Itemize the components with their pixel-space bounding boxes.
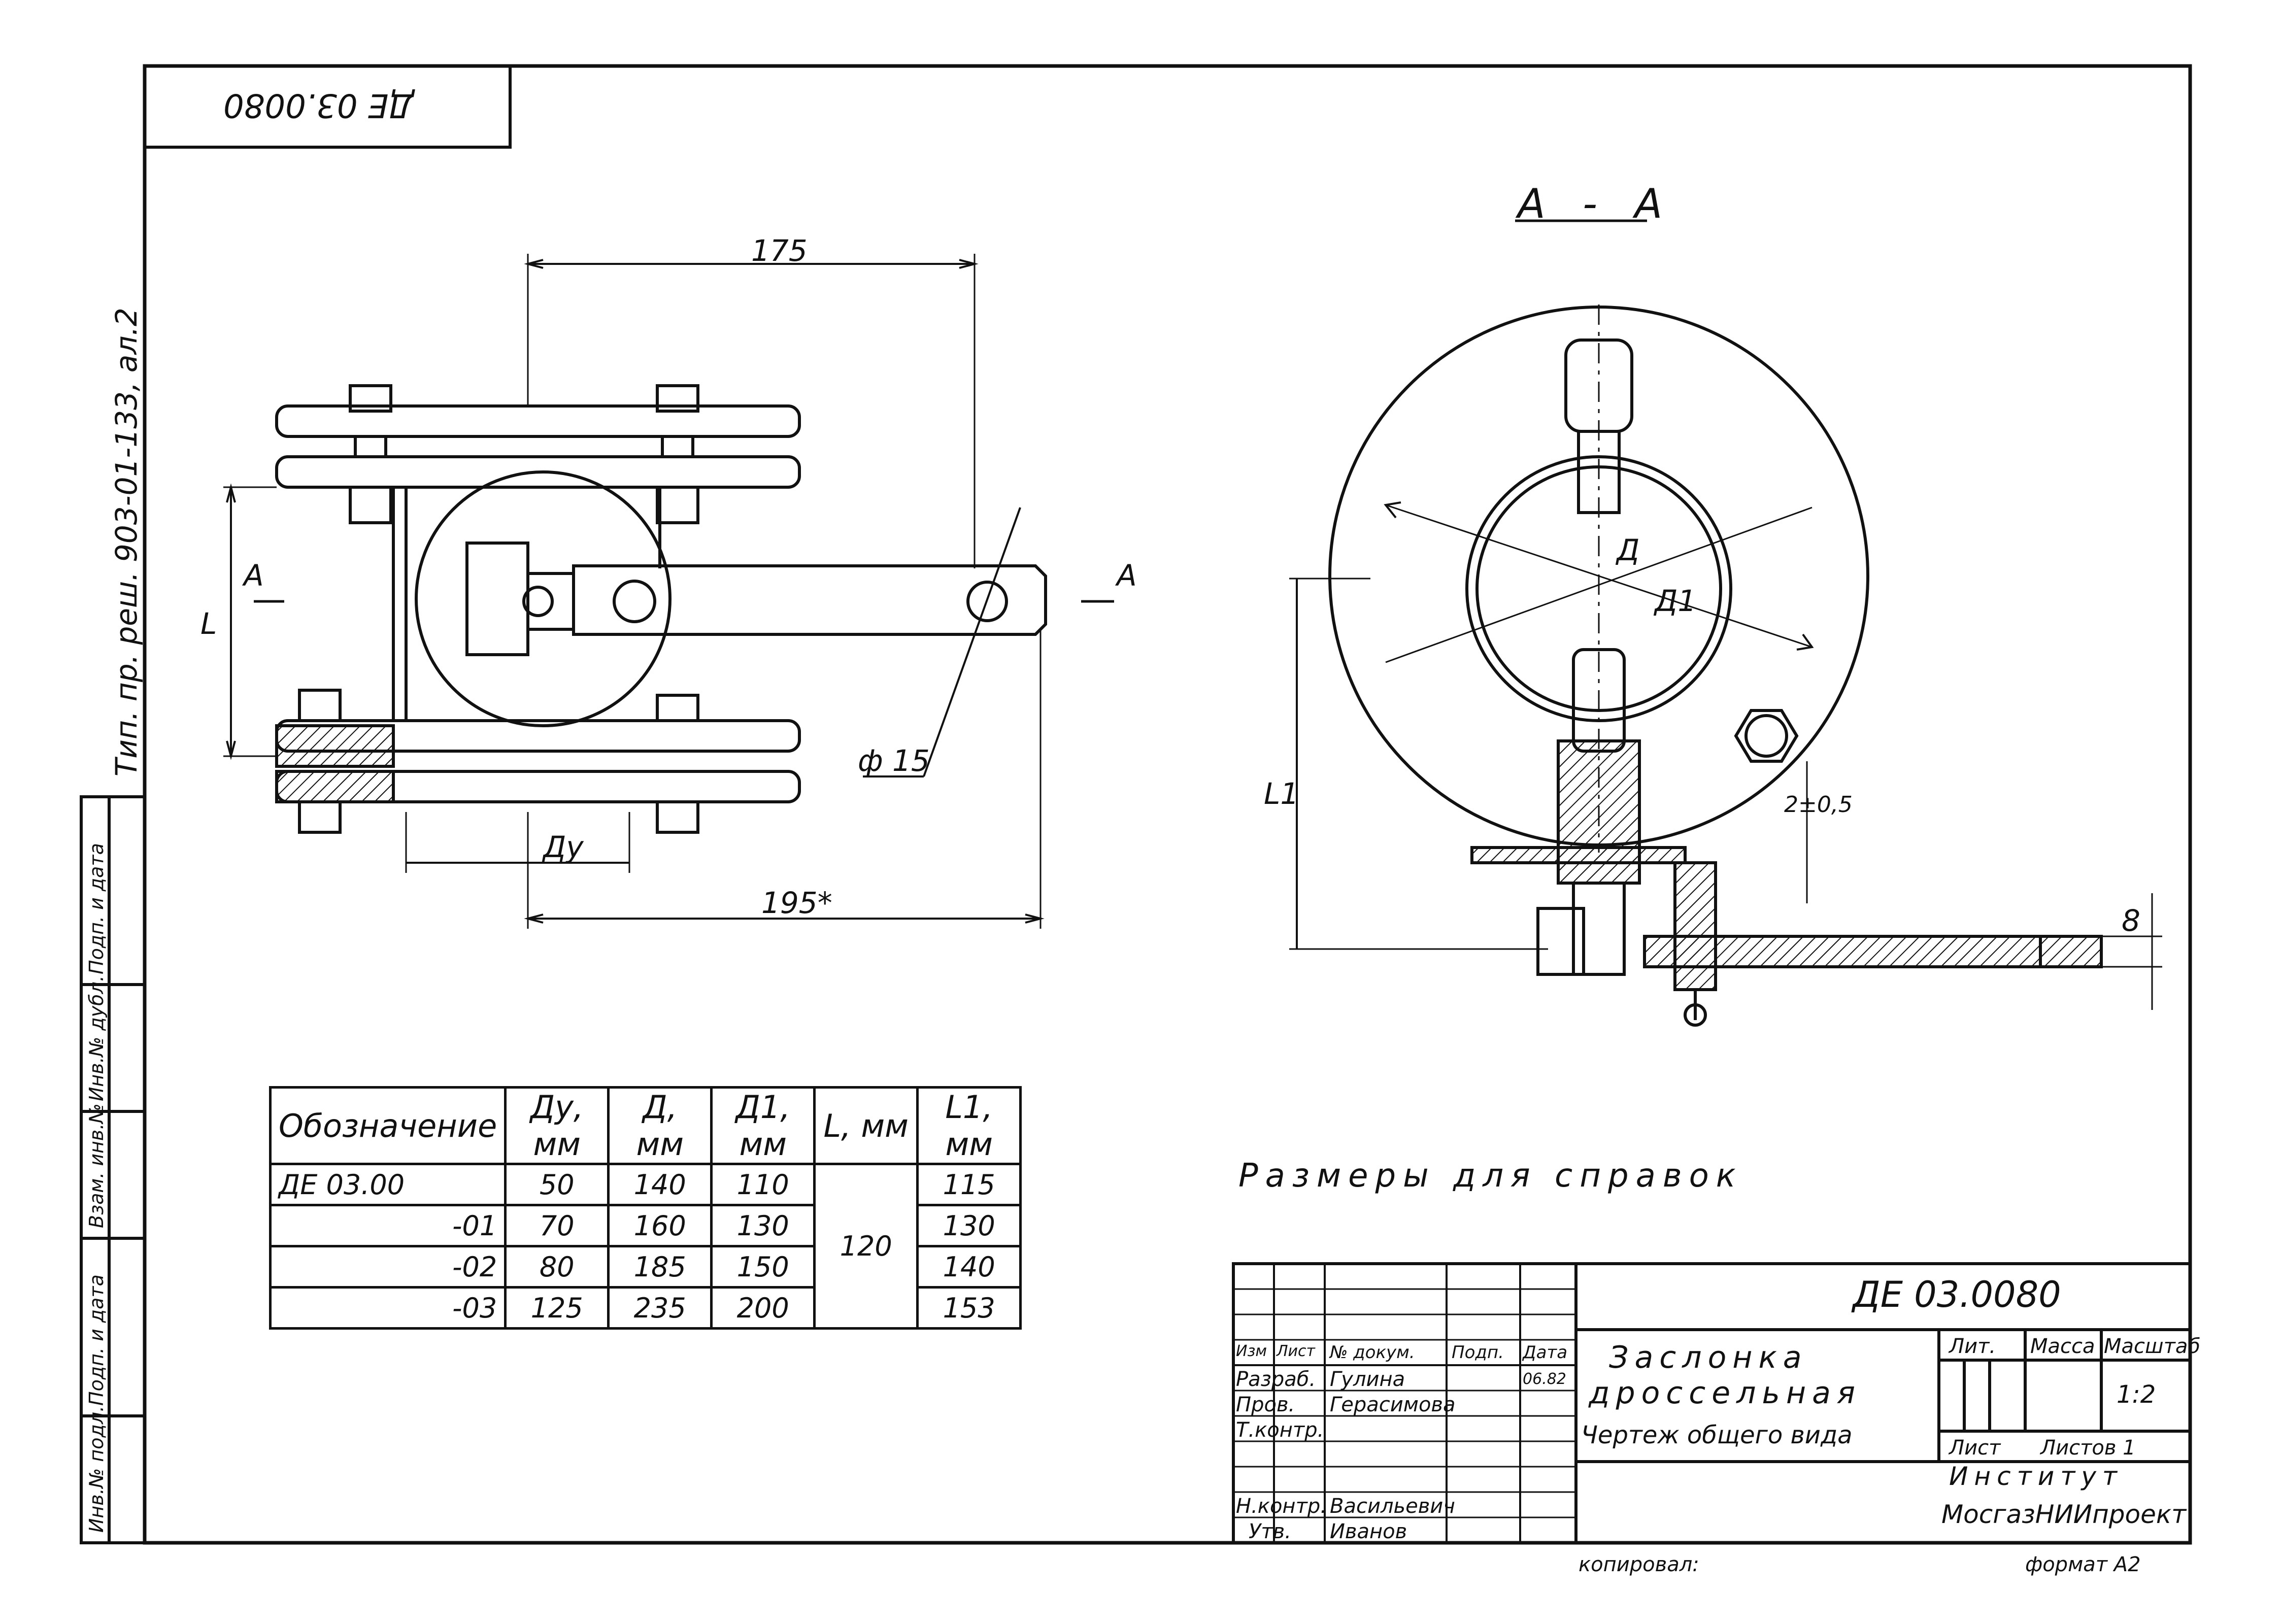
tb-person: Иванов bbox=[1330, 1520, 1407, 1543]
title-code: ДЕ 03.0080 bbox=[1853, 1274, 2061, 1315]
reference-note: Размеры для справок bbox=[1238, 1157, 1743, 1195]
cell-l1: 115 bbox=[916, 1163, 1022, 1206]
cell-d: 160 bbox=[607, 1204, 713, 1247]
tb-scale-label: Масштаб bbox=[2104, 1335, 2201, 1358]
front-view bbox=[223, 254, 1114, 929]
col-d: Д, мм bbox=[607, 1086, 713, 1165]
dim-phi15: ф 15 bbox=[858, 743, 930, 778]
tb-role: Утв. bbox=[1249, 1520, 1291, 1543]
tb-col-list: Лист bbox=[1277, 1342, 1316, 1360]
tb-person: Гулина bbox=[1330, 1368, 1405, 1391]
side-cell-2: Подп. и дата bbox=[85, 1274, 108, 1406]
title-name-3: Чертеж общего вида bbox=[1581, 1421, 1853, 1449]
tb-role: Т.контр. bbox=[1236, 1418, 1324, 1442]
cell-du: 70 bbox=[504, 1204, 610, 1247]
col-l: L, мм bbox=[813, 1086, 919, 1165]
tb-org-2: МосгазНИИпроект bbox=[1941, 1500, 2187, 1529]
section-mark-right: А bbox=[1117, 558, 1137, 593]
cell-designation: -02 bbox=[269, 1245, 507, 1289]
tb-mass-label: Масса bbox=[2030, 1335, 2095, 1358]
cell-du: 50 bbox=[504, 1163, 610, 1206]
table-row: -01 70 160 130 130 bbox=[269, 1204, 1022, 1247]
col-d1: Д1, мм bbox=[710, 1086, 816, 1165]
spec-table: Обозначение Ду, мм Д, мм Д1, мм L, мм L1… bbox=[269, 1086, 1022, 1330]
cell-d: 235 bbox=[607, 1286, 713, 1330]
cell-d1: 110 bbox=[710, 1163, 816, 1206]
side-strip bbox=[80, 795, 146, 1544]
tb-org-1: Институт bbox=[1949, 1462, 2124, 1491]
dim-175: 175 bbox=[751, 233, 808, 268]
tb-col-doc: № докум. bbox=[1330, 1342, 1415, 1363]
tb-col-date: Дата bbox=[1523, 1342, 1568, 1363]
tb-role: Разраб. bbox=[1236, 1368, 1316, 1391]
cell-d1: 150 bbox=[710, 1245, 816, 1289]
table-row: ДЕ 03.00 50 140 110 120 115 bbox=[269, 1163, 1022, 1330]
dim-thickness: 8 bbox=[2122, 903, 2140, 938]
title-name-1: Заслонка bbox=[1609, 1340, 1808, 1375]
cell-d: 140 bbox=[607, 1163, 713, 1206]
section-title: А - А bbox=[1518, 180, 1675, 227]
cell-l1: 140 bbox=[916, 1245, 1022, 1289]
cell-l1: 130 bbox=[916, 1204, 1022, 1247]
cell-du: 80 bbox=[504, 1245, 610, 1289]
stamp-box bbox=[143, 64, 512, 149]
tb-scale-value: 1:2 bbox=[2117, 1380, 2156, 1409]
title-block-lines bbox=[1232, 1262, 2192, 1544]
table-row: -02 80 185 150 140 bbox=[269, 1245, 1022, 1289]
dim-l: L bbox=[200, 606, 217, 641]
cell-designation: -03 bbox=[269, 1286, 507, 1330]
cell-d1: 200 bbox=[710, 1286, 816, 1330]
tb-copied: копировал: bbox=[1579, 1553, 1699, 1576]
table-row: -03 125 235 200 153 bbox=[269, 1286, 1022, 1330]
side-cell-3: Взам. инв.№ bbox=[85, 1103, 108, 1228]
tb-lit-label: Лит. bbox=[1949, 1335, 1996, 1358]
spec-header-row: Обозначение Ду, мм Д, мм Д1, мм L, мм L1… bbox=[269, 1086, 1022, 1165]
side-cell-5: Подп. и дата bbox=[85, 843, 108, 974]
cell-designation: -01 bbox=[269, 1204, 507, 1247]
tb-col-sign: Подп. bbox=[1452, 1342, 1504, 1363]
tb-date: 06.82 bbox=[1523, 1370, 1566, 1388]
cell-d1: 130 bbox=[710, 1204, 816, 1247]
title-name-2: дроссельная bbox=[1589, 1375, 1861, 1411]
side-cell-1: Инв.№ подл. bbox=[85, 1405, 108, 1533]
tb-sheet-label: Лист bbox=[1949, 1436, 2001, 1460]
col-l1: L1, мм bbox=[916, 1086, 1022, 1165]
section-mark-left: А bbox=[244, 558, 264, 593]
cell-designation: ДЕ 03.00 bbox=[269, 1163, 507, 1206]
stamp-code: ДЕ 03.0080 bbox=[223, 86, 414, 124]
dim-l1: L1 bbox=[1264, 776, 1299, 811]
tb-col-izm: Изм bbox=[1236, 1342, 1267, 1360]
cell-l-common: 120 bbox=[813, 1163, 919, 1330]
standard-reference: Тип. пр. реш. 903-01-133, ал.2 bbox=[109, 308, 144, 776]
dim-du: Ду bbox=[543, 830, 584, 864]
tb-sheets-label: Листов 1 bbox=[2040, 1436, 2136, 1460]
cell-d: 185 bbox=[607, 1245, 713, 1289]
col-du: Ду, мм bbox=[504, 1086, 610, 1165]
dim-gap: 2±0,5 bbox=[1784, 792, 1853, 818]
dim-d: Д bbox=[1617, 533, 1640, 567]
col-designation: Обозначение bbox=[269, 1086, 507, 1165]
dim-195: 195* bbox=[761, 886, 832, 920]
dim-d1: Д1 bbox=[1655, 584, 1697, 618]
cell-du: 125 bbox=[504, 1286, 610, 1330]
tb-person: Васильевич bbox=[1330, 1495, 1455, 1518]
tb-role: Пров. bbox=[1236, 1393, 1295, 1416]
section-view bbox=[1289, 219, 2162, 1027]
tb-format: формат А2 bbox=[2025, 1553, 2141, 1576]
tb-role: Н.контр. bbox=[1236, 1495, 1327, 1518]
side-cell-4: Инв.№ дубл. bbox=[85, 975, 108, 1101]
cell-l1: 153 bbox=[916, 1286, 1022, 1330]
tb-person: Герасимова bbox=[1330, 1393, 1456, 1416]
